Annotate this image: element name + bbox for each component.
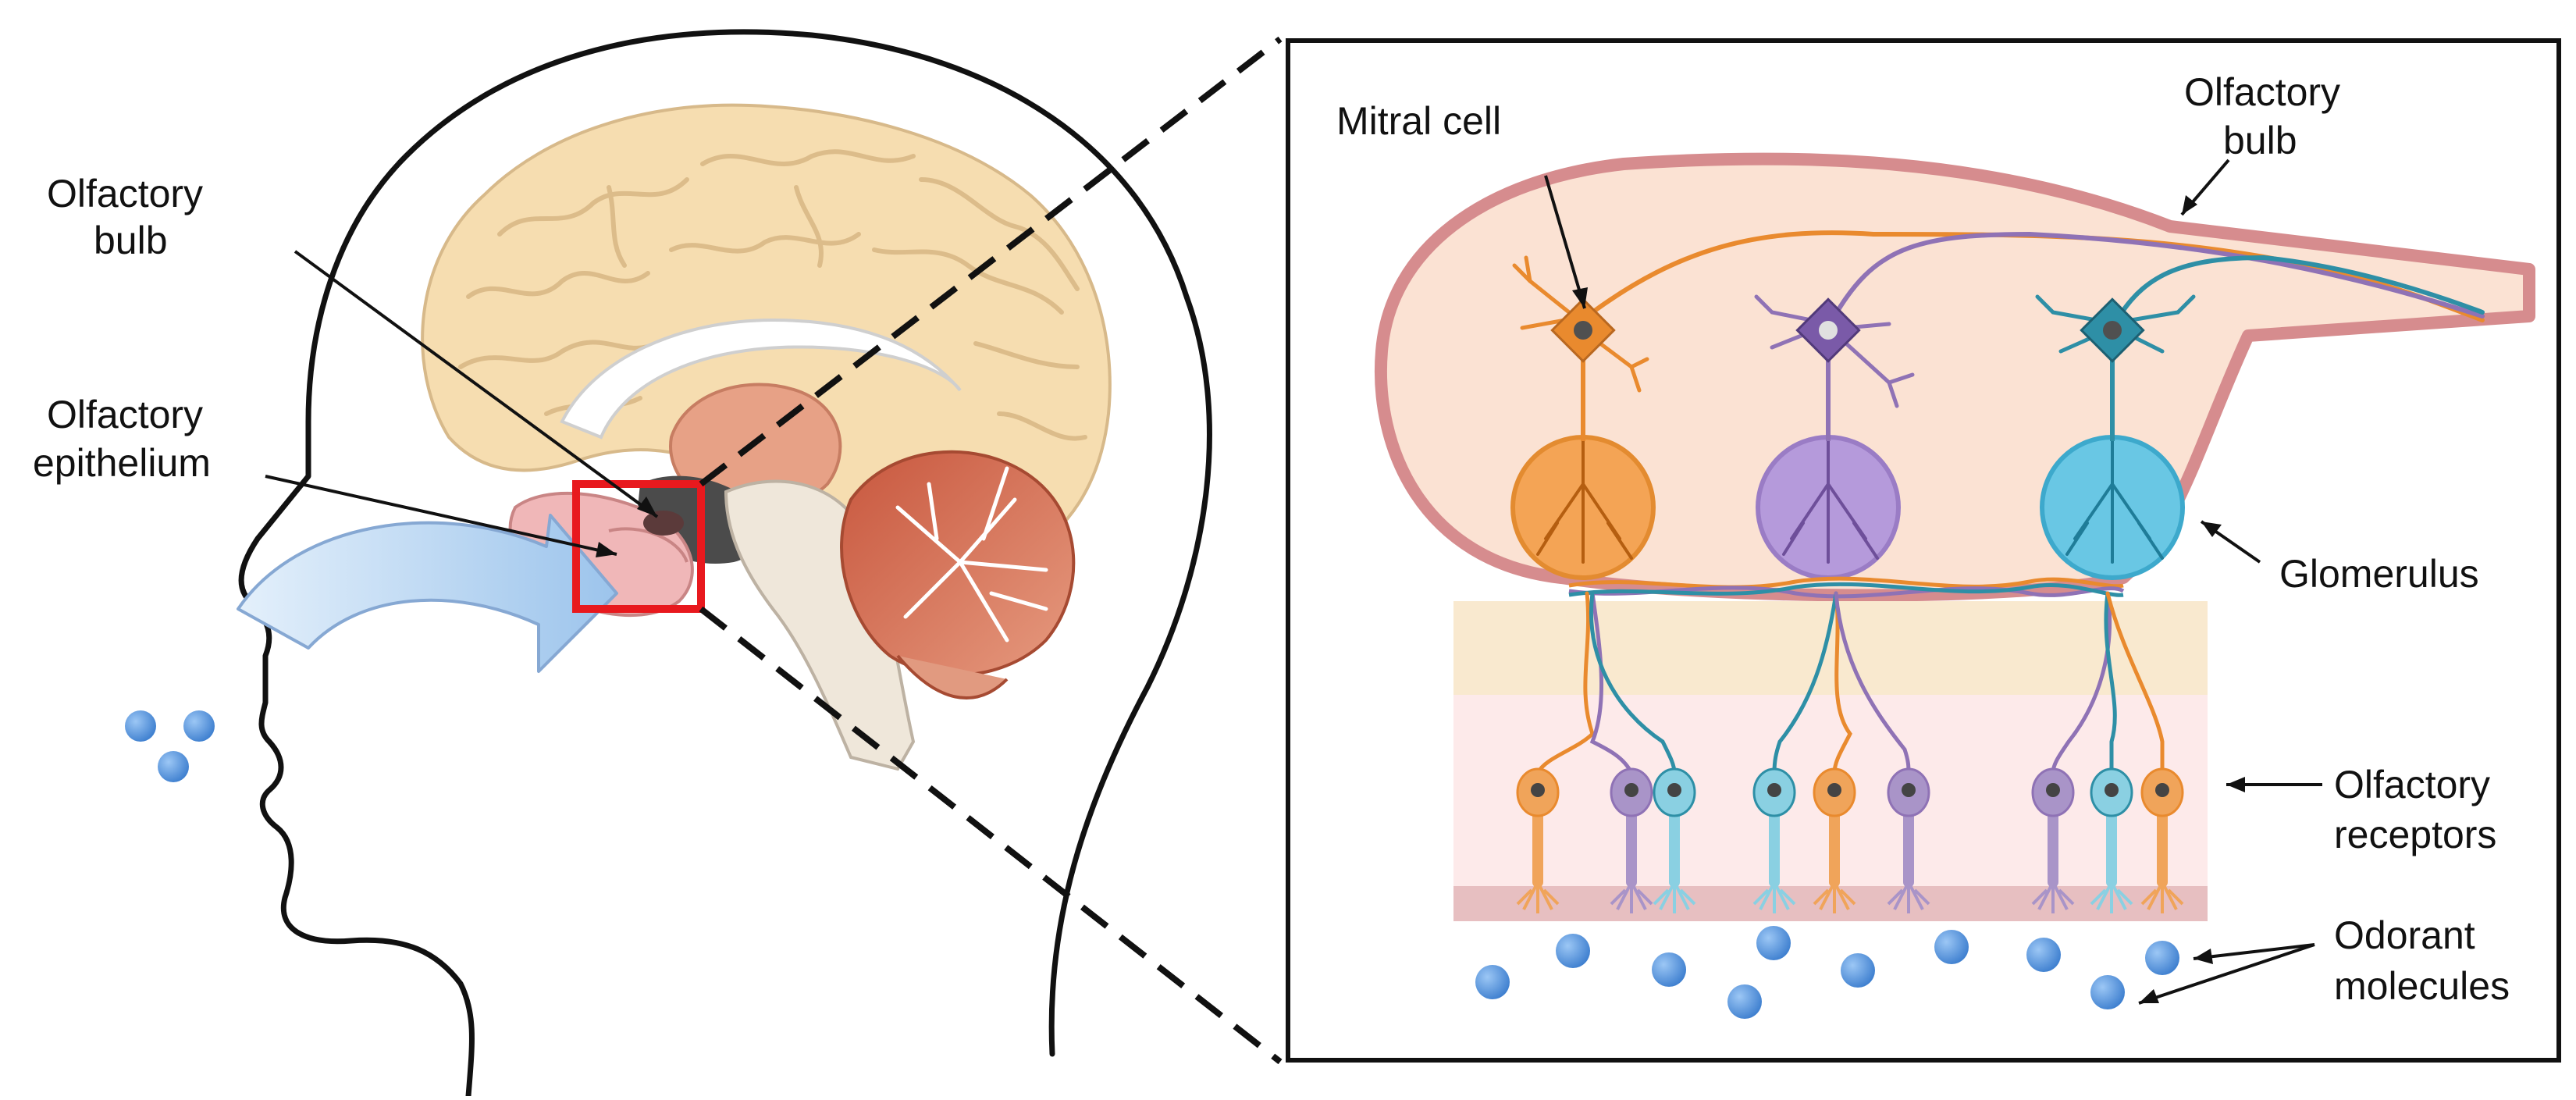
odorant-molecule	[1756, 926, 1791, 960]
mitral-cell-teal	[2035, 294, 2196, 363]
odorant-pointer-1	[2193, 943, 2315, 960]
epithelium-label-line1: Olfactory	[47, 393, 203, 436]
glomerulus-teal-branches	[2065, 436, 2164, 564]
glomerulus-label: Glomerulus	[2279, 552, 2479, 596]
zoom-bulb-label-line1: Olfactory	[2184, 70, 2340, 114]
odorant-molecule	[1841, 953, 1875, 988]
odorant-molecule	[183, 710, 215, 742]
olfactory-receptor-orange	[1516, 767, 1560, 913]
zoom-odorant-molecules	[1475, 926, 2179, 1019]
axon-bundle	[1568, 576, 2125, 599]
head-bulb-label-line1: Olfactory	[47, 172, 203, 215]
olfactory-receptor-purple	[1610, 767, 1653, 913]
odorant-molecule	[2145, 941, 2179, 975]
olfactory-receptor-orange	[1813, 767, 1856, 913]
receptors-label-line2: receptors	[2334, 813, 2496, 856]
receptors-label-line1: Olfactory	[2334, 763, 2490, 806]
zoom-line-bottom	[699, 606, 1283, 1065]
head-bulb-label-line2: bulb	[94, 219, 168, 262]
glomerulus-orange-branches	[1536, 436, 1633, 564]
olfactory-receptor-purple	[1887, 767, 1930, 913]
glomerulus-purple-branches	[1782, 436, 1879, 564]
odorant-molecule	[1556, 934, 1590, 968]
odorant-molecule	[2090, 975, 2125, 1009]
olfactory-receptors	[1516, 767, 2184, 913]
mitral-cell-label: Mitral cell	[1336, 99, 1501, 143]
olfactory-receptor-teal	[2090, 767, 2133, 913]
labels: Olfactory bulb Olfactory epithelium Mitr…	[33, 70, 2510, 1008]
head-outline	[238, 29, 1212, 1099]
receptor-axons	[1535, 591, 2165, 775]
odorant-molecule	[2026, 938, 2061, 972]
odorant-molecule	[1934, 930, 1969, 964]
airflow-arrow	[237, 514, 618, 673]
odorant-molecule	[125, 710, 156, 742]
mitral-cell-purple	[1754, 294, 1915, 408]
odorant-molecule	[1475, 965, 1510, 999]
zoom-bulb-label-line2: bulb	[2223, 119, 2297, 162]
zoom-pointers	[1544, 158, 2322, 1005]
olfactory-receptor-teal	[1653, 767, 1696, 913]
zoom-content	[1375, 152, 2535, 1019]
odorant-molecule	[1727, 984, 1762, 1019]
head-bulb-pointer	[294, 250, 659, 518]
odorant-molecule	[1652, 952, 1686, 987]
odorant-pointer-2	[2138, 943, 2315, 1005]
epithelium-label-line2: epithelium	[33, 441, 211, 485]
olfactory-receptor-orange	[2140, 767, 2184, 913]
mitral-cell-orange	[1512, 255, 1649, 393]
zoom-line-top	[699, 36, 1283, 487]
odorant-label-line2: molecules	[2334, 964, 2510, 1008]
cerebellum	[840, 450, 1076, 700]
olfactory-receptor-teal	[1752, 767, 1796, 913]
head-illustration	[125, 29, 1283, 1099]
mitral-axons	[1590, 230, 2485, 322]
odorant-label-line1: Odorant	[2334, 913, 2475, 957]
mitral-cell-pointer	[1544, 175, 1586, 309]
epithelium-pointer	[265, 475, 617, 556]
odorant-molecule	[158, 751, 189, 782]
head-olfactory-bulb	[643, 511, 684, 536]
corpus-callosum	[560, 318, 962, 440]
mitral-cells	[1512, 255, 2196, 408]
nose-odorant-molecules	[125, 710, 215, 782]
olfactory-receptor-purple	[2031, 767, 2075, 913]
